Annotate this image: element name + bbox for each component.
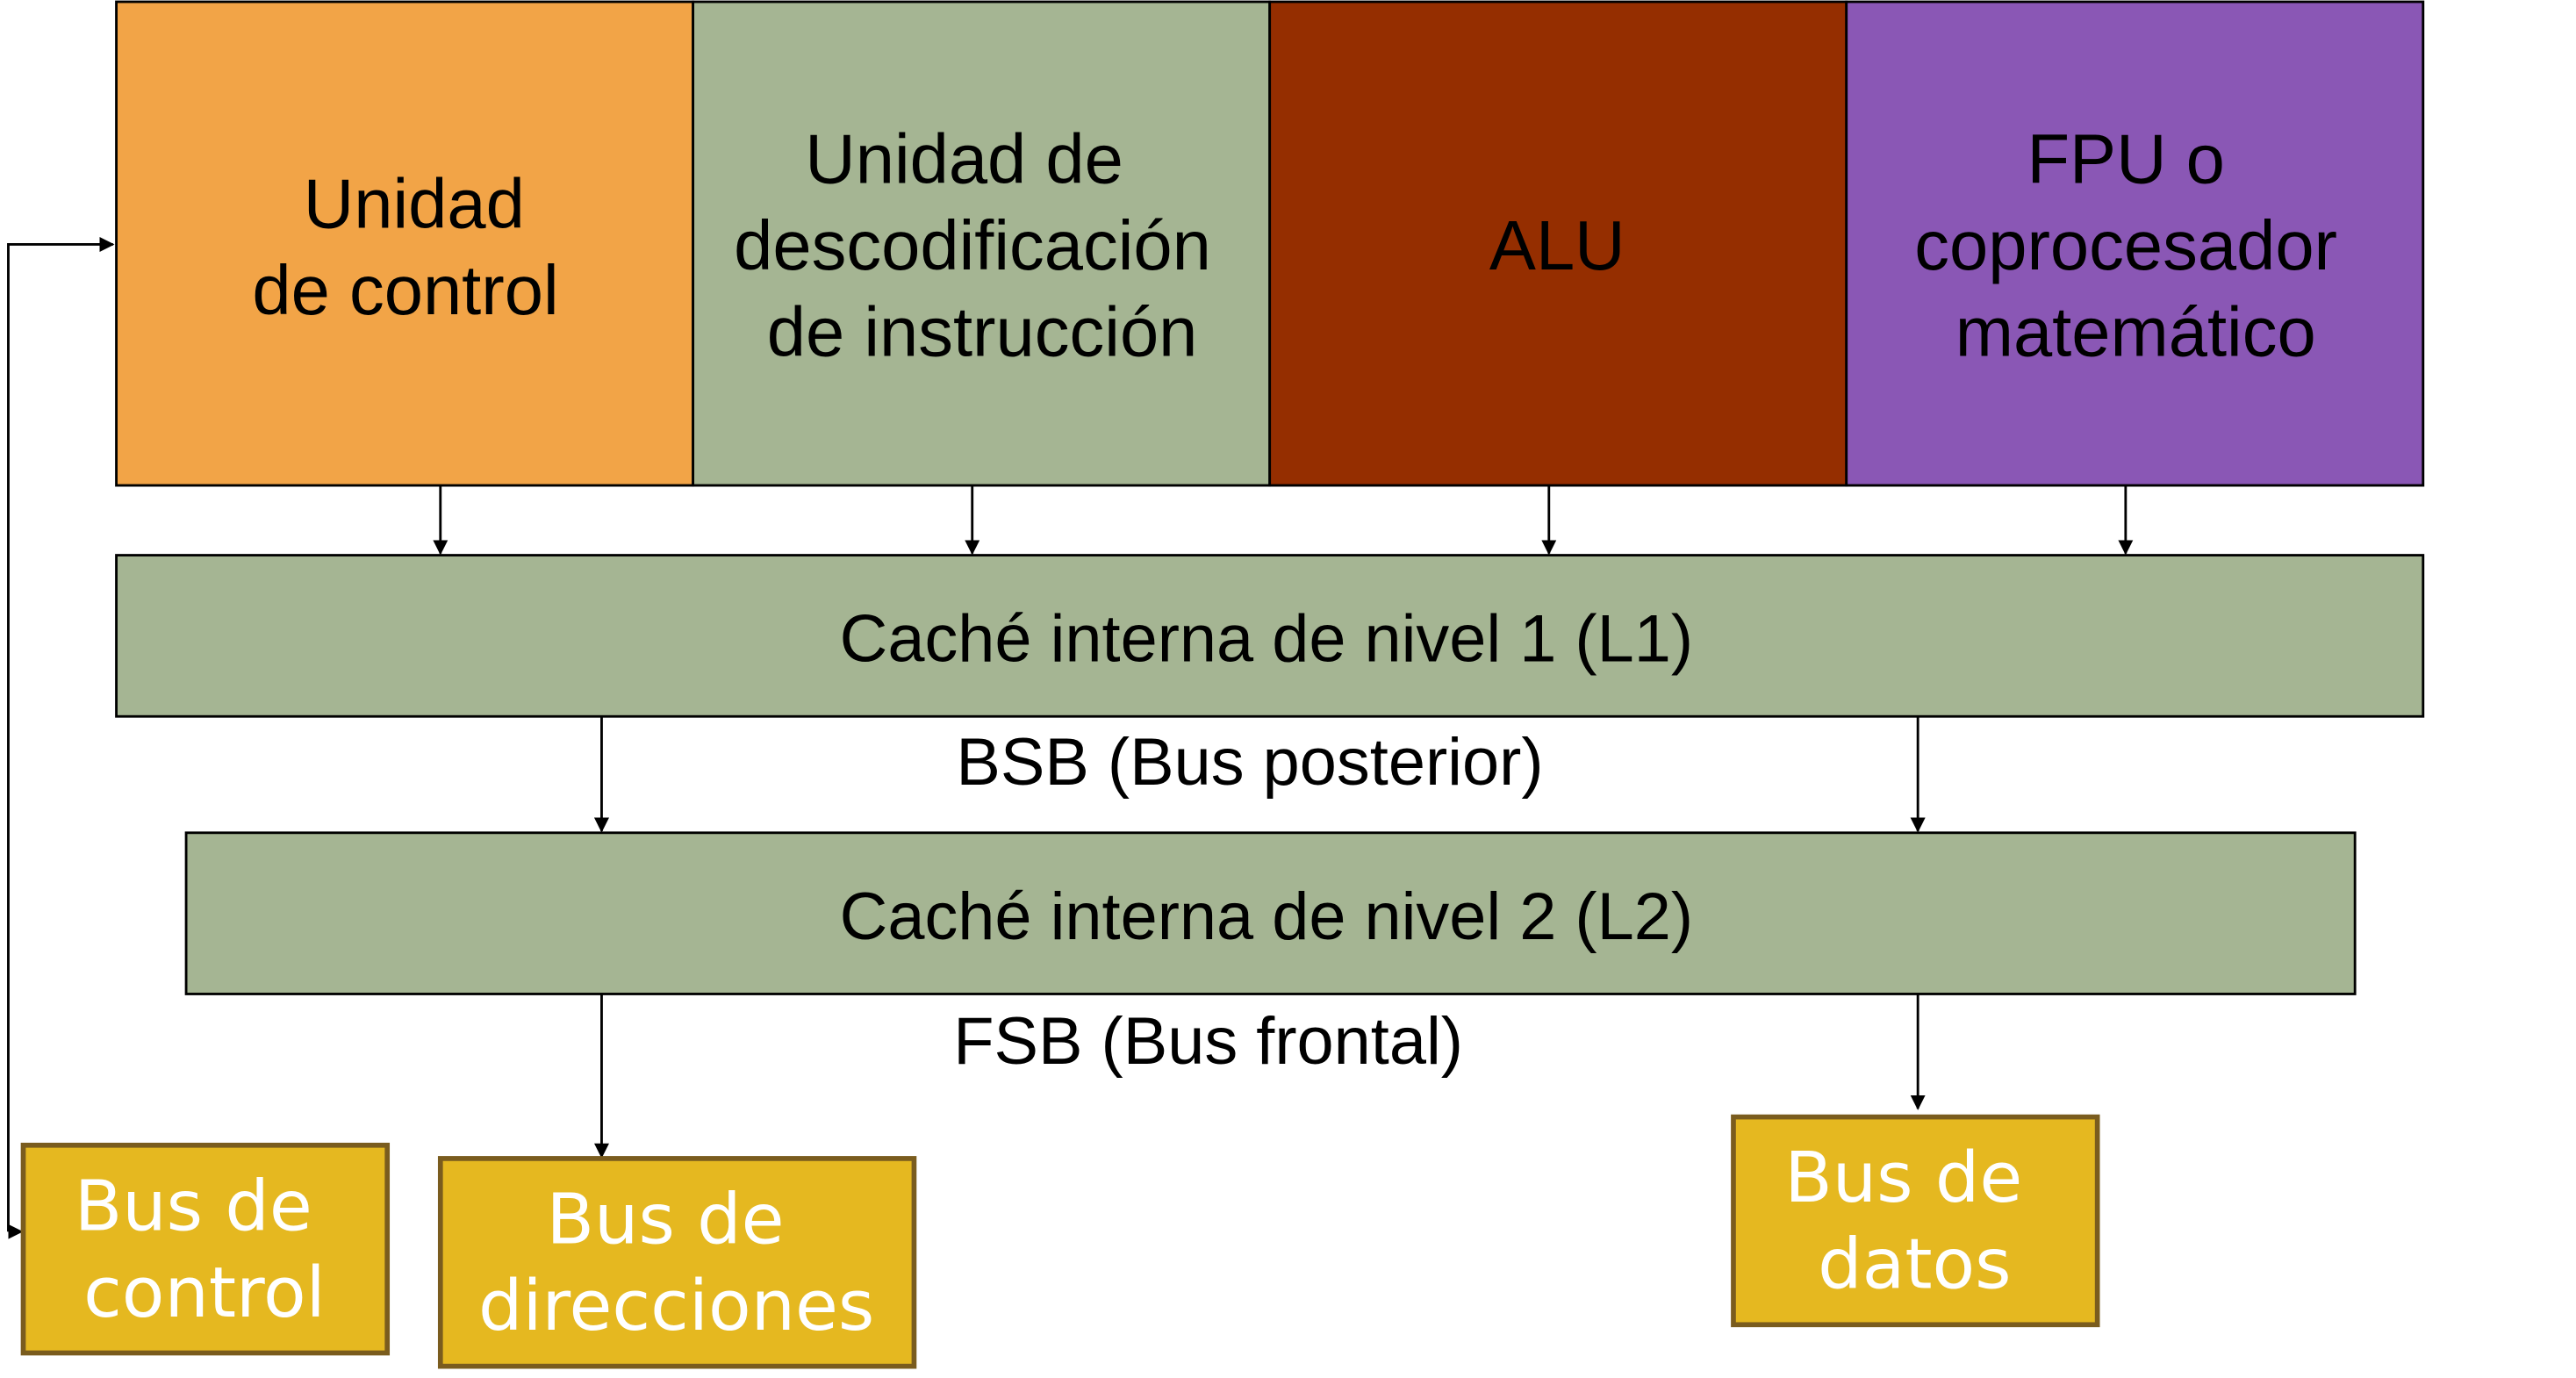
decode-unit-label: Unidad de descodificación de instrucción (734, 119, 1231, 370)
fpu-label: FPU o coprocesador matemático (1914, 119, 2357, 370)
control-bus-line-1: Bus de (75, 1165, 312, 1246)
bsb-label: BSB (Bus posterior) (956, 725, 1543, 800)
cache-l1-box: Caché interna de nivel 1 (L1) (115, 554, 2425, 718)
control-unit-label: Unidad de control (252, 165, 558, 329)
fsb-label: FSB (Bus frontal) (953, 1004, 1463, 1079)
fpu-line-3: matemático (1955, 292, 2316, 370)
data-bus-box: Bus de datos (1731, 1114, 2100, 1328)
data-bus-line-2: datos (1818, 1224, 2011, 1305)
decode-unit-rect (692, 0, 1272, 487)
address-bus-line-1: Bus de (547, 1178, 785, 1260)
data-bus-rect (1731, 1114, 2100, 1328)
cache-l1-label: Caché interna de nivel 1 (L1) (840, 602, 1694, 677)
control-bus-rect (20, 1142, 391, 1356)
control-bus-label: Bus de control (75, 1165, 334, 1332)
cache-l2-rect (184, 831, 2357, 995)
address-bus-label: Bus de direcciones (478, 1178, 874, 1346)
address-bus-rect (437, 1156, 917, 1369)
alu-line-1: ALU (1489, 206, 1625, 284)
fpu-rect (1845, 0, 2425, 487)
fpu-line-2: coprocesador (1914, 206, 2337, 284)
data-bus-label: Bus de datos (1784, 1137, 2044, 1304)
cache-l2-box: Caché interna de nivel 2 (L2) (184, 831, 2357, 995)
control-unit-rect (115, 0, 695, 487)
address-bus-box: Bus de direcciones (437, 1156, 917, 1369)
control-bus-line-2: control (83, 1252, 326, 1333)
control-bus-box: Bus de control (20, 1142, 391, 1356)
alu-box: ALU (1268, 0, 1848, 487)
address-bus-line-2: direcciones (478, 1265, 874, 1346)
decode-unit-line-3: de instrucción (767, 292, 1198, 370)
control-unit-line-2: de control (252, 251, 558, 329)
decode-unit-line-1: Unidad de (805, 119, 1123, 197)
alu-label: ALU (1489, 206, 1625, 284)
control-unit-box: Unidad de control (115, 0, 695, 487)
cache-l2-label: Caché interna de nivel 2 (L2) (840, 879, 1694, 954)
fsb-arrows (593, 994, 1926, 1159)
decode-unit-box: Unidad de descodificación de instrucción (692, 0, 1272, 487)
control-bus-feedback-line (7, 236, 115, 1239)
decode-unit-line-2: descodificación (734, 206, 1211, 284)
bsb-arrows (593, 716, 1926, 833)
data-bus-line-1: Bus de (1784, 1137, 2022, 1218)
fpu-box: FPU o coprocesador matemático (1845, 0, 2425, 487)
top-to-l1-arrows (433, 485, 2134, 556)
feedback-path (7, 236, 115, 1232)
cache-l1-rect (115, 554, 2425, 718)
fpu-line-1: FPU o (2027, 119, 2224, 197)
control-unit-line-1: Unidad (304, 165, 525, 243)
